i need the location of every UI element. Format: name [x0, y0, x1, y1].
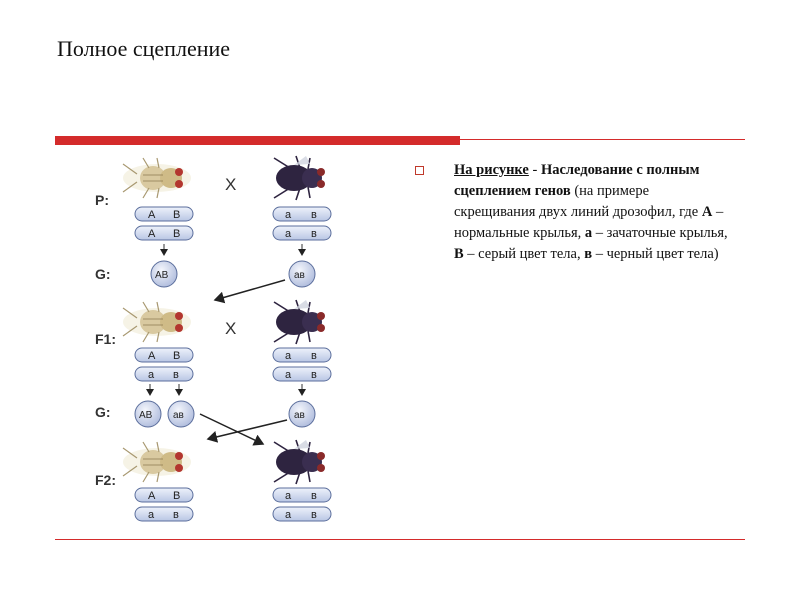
chromosome-F1-left: A B а в — [134, 347, 194, 382]
fly-F2-gray — [122, 441, 192, 483]
bold-heading: Наследование с полным сцеплением генов — [454, 162, 700, 199]
top-divider-thick — [55, 136, 460, 145]
cross-symbol-2: X — [225, 319, 236, 338]
allele-a: а — [584, 225, 593, 241]
lead-link: На рисунке — [454, 162, 529, 178]
allele-text: а — [285, 228, 292, 240]
chromosome-P-left: A B A B — [134, 206, 194, 241]
gamete-text: ав — [294, 270, 305, 281]
desc-part: (на примере скрещивания двух линий дрозо… — [454, 183, 702, 220]
gamete-ab-2: ав — [167, 400, 195, 428]
fly-gray-normal-wings — [122, 157, 192, 199]
allele-text: а — [148, 369, 155, 381]
allele-B: В — [454, 246, 464, 262]
allele-b: в — [584, 246, 593, 262]
chromosome-F1-right: а в а в — [272, 347, 332, 382]
allele-text: B — [173, 209, 180, 221]
allele-text: A — [148, 209, 156, 221]
cross-symbol-1: X — [225, 175, 236, 194]
gamete-text: ав — [173, 410, 184, 421]
gamete-AB-1: AB — [150, 260, 178, 288]
allele-text: в — [311, 509, 317, 521]
gamete-ab-3: ав — [288, 400, 316, 428]
dash: - — [528, 162, 541, 178]
allele-text: B — [173, 228, 180, 240]
desc-part: – зачаточные крылья, — [592, 225, 728, 241]
allele-text: A — [148, 228, 156, 240]
fly-black-vestigial-wings-2 — [273, 299, 326, 345]
label-P: P: — [95, 192, 109, 208]
label-F1: F1: — [95, 331, 116, 347]
slide-title: Полное сцепление — [57, 36, 231, 61]
allele-text: в — [173, 509, 179, 521]
chromosome-P-right: а в а в — [272, 206, 332, 241]
chromosome-F2-right: а в а в — [272, 487, 332, 522]
gamete-text: AB — [155, 270, 169, 281]
allele-text: в — [311, 228, 317, 240]
label-G1: G: — [95, 266, 111, 282]
top-divider — [55, 136, 745, 145]
linkage-diagram: P: G: F1: G: F2: X A B A B а в а в AB ав… — [95, 155, 332, 522]
allele-text: а — [285, 209, 292, 221]
gamete-AB-2: AB — [134, 400, 162, 428]
allele-text: а — [285, 509, 292, 521]
fly-black-vestigial-wings — [273, 155, 326, 201]
allele-text: в — [311, 369, 317, 381]
arrow-to-F1 — [213, 279, 286, 304]
desc-part: – черный цвет тела) — [592, 246, 719, 262]
allele-text: а — [148, 509, 155, 521]
arrow-cross-2 — [206, 419, 288, 443]
allele-text: в — [311, 209, 317, 221]
allele-text: B — [173, 350, 180, 362]
allele-text: A — [148, 490, 156, 502]
allele-text: а — [285, 490, 292, 502]
fly-F1-hybrid — [122, 301, 192, 343]
desc-part: – серый цвет тела, — [463, 246, 585, 262]
description-text: На рисунке - Наследование с полным сцепл… — [454, 160, 734, 265]
allele-text: а — [285, 369, 292, 381]
bottom-divider — [55, 539, 745, 540]
gamete-text: ав — [294, 410, 305, 421]
arrow-cross-1 — [199, 413, 265, 446]
desc-part: – нормальные крылья, — [454, 204, 724, 241]
top-divider-thin — [460, 139, 745, 140]
label-F2: F2: — [95, 472, 116, 488]
gamete-ab-1: ав — [288, 260, 316, 288]
allele-text: а — [285, 350, 292, 362]
allele-text: A — [148, 350, 156, 362]
label-G2: G: — [95, 404, 111, 420]
allele-text: в — [311, 350, 317, 362]
allele-text: B — [173, 490, 180, 502]
allele-A: А — [701, 204, 713, 220]
fly-F2-black — [273, 439, 326, 485]
bullet-square-icon — [415, 166, 424, 175]
allele-text: в — [173, 369, 179, 381]
allele-text: в — [311, 490, 317, 502]
chromosome-F2-left: A B а в — [134, 487, 194, 522]
gamete-text: AB — [139, 410, 153, 421]
